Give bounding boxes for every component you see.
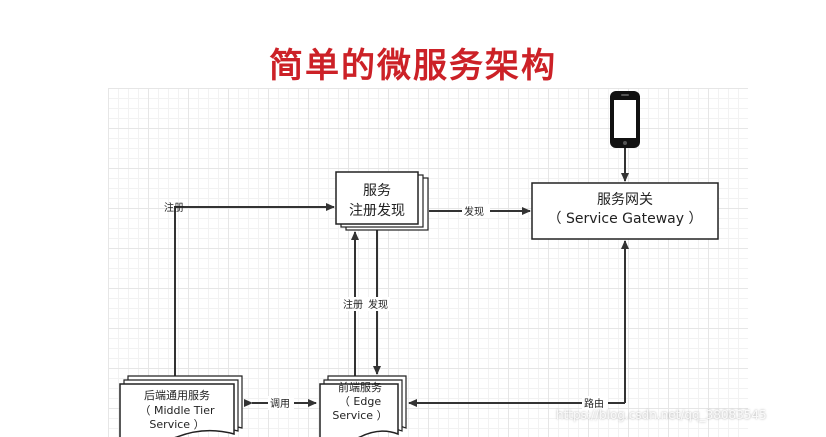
node-edge-service: 前端服务 （ Edge Service ） [319, 375, 407, 437]
registry-label-line2: 注册发现 [349, 203, 405, 219]
edge-label-edge-discover: 发现 [368, 298, 388, 311]
registry-label-line1: 服务 [363, 183, 391, 199]
edge-call: 调用 [244, 396, 317, 410]
smartphone-icon [610, 91, 640, 148]
edge-label-call: 调用 [270, 398, 290, 410]
edge-middle-register: 注册 [164, 201, 335, 383]
node-service-registry: 服务 注册发现 [335, 171, 429, 231]
watermark: https://blog.csdn.net/qq_38083545 [556, 408, 767, 422]
edge-label-registry-discover: 发现 [464, 205, 484, 218]
edge-label-route: 路由 [584, 397, 604, 410]
edge-label-middle-register: 注册 [164, 201, 184, 214]
gateway-label-line1: 服务网关 [597, 192, 653, 208]
middle-label-line3: Service ） [149, 418, 204, 431]
edge-label-line3: Service ） [332, 409, 387, 422]
middle-label-line2: （ Middle Tier [139, 404, 215, 417]
node-middle-tier-service: 后端通用服务 （ Middle Tier Service ） [119, 375, 243, 437]
gateway-label-line2: （ Service Gateway ） [548, 211, 703, 227]
diagram-canvas-grid [108, 88, 748, 437]
edge-label-line2: （ Edge [339, 395, 381, 408]
edge-route: 路由 [408, 240, 629, 410]
middle-label-line1: 后端通用服务 [144, 389, 210, 402]
edge-label-edge-register: 注册 [343, 298, 363, 311]
page-title: 简单的微服务架构 [269, 46, 557, 86]
node-service-gateway: 服务网关 （ Service Gateway ） [531, 182, 719, 240]
edge-label-line1: 前端服务 [338, 380, 382, 394]
edge-registry-discover: 发现 [429, 204, 531, 218]
